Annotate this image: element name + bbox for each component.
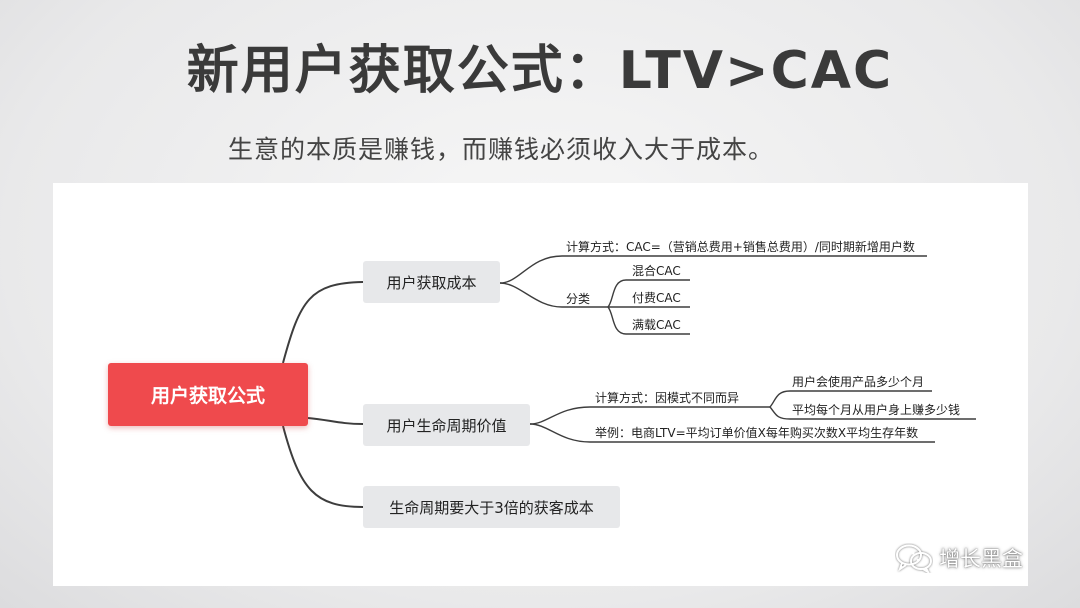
leaf-cac-category: 分类	[566, 292, 591, 306]
connector-ltv-method	[529, 406, 770, 425]
watermark-text: 增长黑盒	[939, 547, 1023, 571]
leaf-ltv-factor-monthly: 平均每个月从用户身上赚多少钱	[792, 403, 961, 417]
leaf-cac-type-paid: 付费CAC	[632, 291, 681, 305]
mindmap-root-node: 用户获取公式	[108, 363, 308, 426]
connector-root-rule	[282, 425, 364, 508]
node-lifetime-rule: 生命周期要大于3倍的获客成本	[363, 486, 620, 528]
leaf-cac-type-full: 满载CAC	[632, 318, 681, 332]
slide-title: 新用户获取公式：LTV>CAC	[186, 41, 894, 101]
connector-method-monthly	[769, 406, 976, 420]
connector-category-mixed	[607, 279, 690, 308]
node-user-lifetime-value: 用户生命周期价值	[363, 404, 530, 446]
connector-root-cac	[282, 281, 364, 364]
wechat-icon	[896, 544, 932, 573]
slide-subtitle: 生意的本质是赚钱，而赚钱必须收入大于成本。	[228, 135, 775, 164]
leaf-cac-formula: 计算方式：CAC=（营销总费用+销售总费用）/同时期新增用户数	[566, 240, 915, 254]
leaf-ltv-factor-months: 用户会使用产品多少个月	[792, 375, 925, 389]
leaf-cac-type-mixed: 混合CAC	[632, 264, 681, 278]
leaf-ltv-example: 举例：电商LTV=平均订单价值X每年购买次数X平均生存年数	[595, 426, 919, 440]
connector-category-full	[607, 306, 690, 335]
leaf-ltv-method: 计算方式：因模式不同而异	[595, 391, 740, 405]
connector-root-ltv	[307, 417, 364, 425]
connector-method-months	[769, 390, 932, 408]
connector-cac-category	[499, 282, 608, 308]
connector-ltv-example	[529, 423, 935, 443]
connector-cac-formula	[499, 255, 927, 284]
watermark: 增长黑盒	[895, 543, 1023, 573]
node-user-acquisition-cost: 用户获取成本	[363, 261, 500, 303]
